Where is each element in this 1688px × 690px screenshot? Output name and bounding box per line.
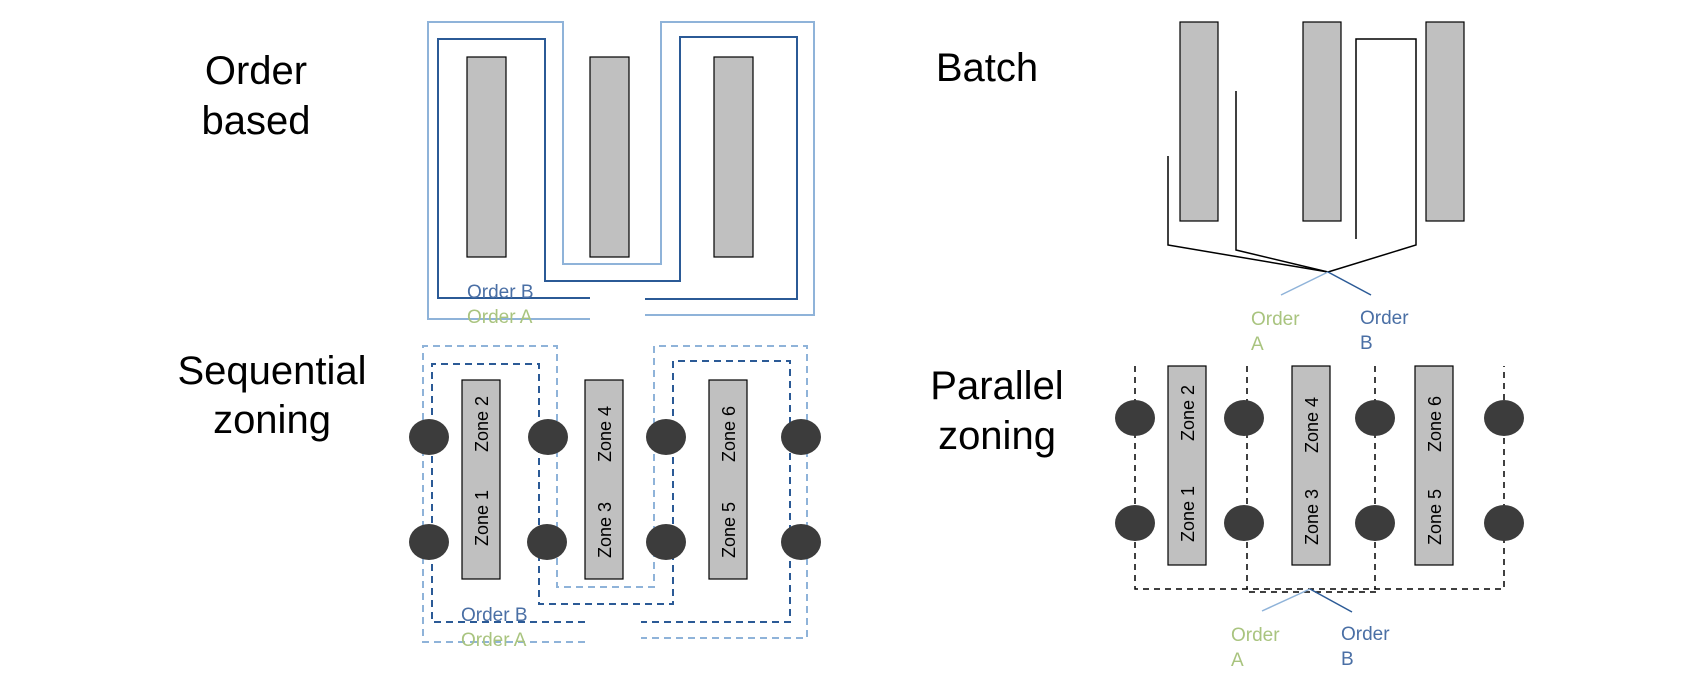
zone-label: Zone 4 [595, 406, 615, 462]
order-b-label: Order B [461, 605, 528, 626]
order-a-route [427, 21, 815, 320]
picker-dot-icon [409, 524, 449, 560]
picker-dot-icon [1355, 400, 1395, 436]
picker-dot-icon [781, 524, 821, 560]
zone-label: Zone 1 [472, 490, 492, 546]
shelf [1414, 365, 1454, 566]
shelf [589, 56, 630, 258]
order-a-label-line1: Order [1251, 309, 1300, 330]
order-based-title-line2: based [202, 99, 311, 143]
zone-label: Zone 1 [1178, 486, 1198, 542]
zone-label: Zone 5 [1425, 489, 1445, 545]
order-b-label-line1: Order [1360, 308, 1409, 329]
shelf [1167, 365, 1207, 566]
order-b-split-line [1327, 271, 1372, 296]
shelf [1425, 21, 1465, 222]
order-a-label: Order A [467, 307, 533, 328]
shelf [584, 379, 624, 580]
picker-dot-icon [1115, 505, 1155, 541]
shelf [713, 56, 754, 258]
order-a-split-line [1280, 271, 1329, 296]
picker-dot-icon [1484, 400, 1524, 436]
panel-parallel-zoning: Parallel zoning Zone 2 Zone 1 Zone 4 Zon… [930, 364, 1524, 671]
panel-sequential-zoning: Sequential zoning Zone 2 Zone 1 Zone 4 Z… [177, 345, 821, 651]
sequential-zoning-title-line2: zoning [213, 398, 331, 442]
order-a-route [422, 345, 808, 643]
picker-dot-icon [646, 524, 686, 560]
shelf [708, 379, 748, 580]
order-a-label-line2: A [1231, 650, 1244, 671]
panel-batch: Batch Order A Order B [936, 21, 1465, 355]
order-a-label: Order A [461, 630, 527, 651]
picker-dot-icon [1115, 400, 1155, 436]
batch-title: Batch [936, 46, 1038, 90]
zone-label: Zone 3 [1302, 489, 1322, 545]
zone-label: Zone 6 [1425, 396, 1445, 452]
picker-dot-icon [1355, 505, 1395, 541]
batch-route [1167, 38, 1417, 273]
shelf [466, 56, 507, 258]
order-a-label-line2: A [1251, 334, 1264, 355]
order-b-label-line2: B [1341, 649, 1354, 670]
order-b-label: Order B [467, 282, 534, 303]
picker-dot-icon [646, 419, 686, 455]
shelf [461, 379, 501, 580]
picker-dot-icon [528, 419, 568, 455]
order-b-route [431, 360, 791, 623]
shelf [1179, 21, 1219, 222]
zone-label: Zone 3 [595, 502, 615, 558]
zone-label: Zone 2 [472, 396, 492, 452]
zone-label: Zone 6 [719, 406, 739, 462]
picker-dot-icon [409, 419, 449, 455]
zone-label: Zone 5 [719, 502, 739, 558]
picker-dot-icon [1484, 505, 1524, 541]
shelf [1302, 21, 1342, 222]
parallel-zoning-title-line1: Parallel [930, 364, 1063, 408]
order-b-split-line [1309, 588, 1353, 613]
panel-order-based: Order based Order B Order A [202, 21, 815, 328]
picker-dot-icon [781, 419, 821, 455]
order-b-label-line2: B [1360, 333, 1373, 354]
picker-dot-icon [1224, 400, 1264, 436]
order-a-label-line1: Order [1231, 625, 1280, 646]
sequential-zoning-title-line1: Sequential [177, 349, 366, 393]
order-b-label-line1: Order [1341, 624, 1390, 645]
picker-dot-icon [527, 524, 567, 560]
zone-label: Zone 4 [1302, 397, 1322, 453]
parallel-zoning-title-line2: zoning [938, 414, 1056, 458]
order-based-title-line1: Order [205, 49, 307, 93]
order-a-split-line [1261, 588, 1311, 612]
picker-dot-icon [1224, 505, 1264, 541]
zone-label: Zone 2 [1178, 385, 1198, 441]
shelf [1291, 365, 1331, 566]
order-b-route [437, 36, 798, 300]
